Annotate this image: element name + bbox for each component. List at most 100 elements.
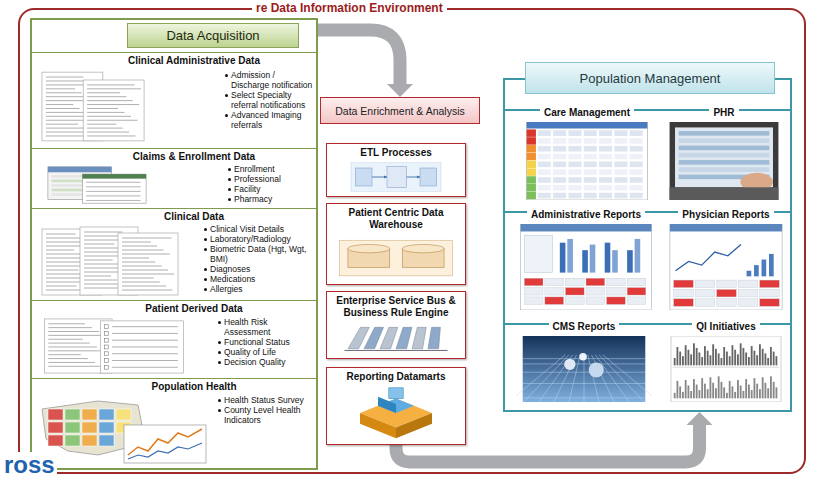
picture-part [599, 154, 612, 160]
picture-part [104, 345, 108, 349]
picture-part [696, 348, 698, 365]
picture-part [523, 383, 646, 384]
illustration [331, 322, 461, 354]
picture-part [712, 383, 714, 399]
picture-part [364, 327, 384, 348]
bullet-item: Medications [204, 274, 314, 284]
picture-part [670, 224, 782, 310]
picture-part [524, 297, 543, 304]
picture-part [679, 131, 770, 136]
picture-part [568, 177, 581, 183]
picture-part [710, 355, 712, 365]
map-chart-picture [38, 395, 208, 465]
picture-part [65, 435, 80, 446]
picture-part [122, 246, 157, 247]
bullet-item: Admission / Discharge notification [225, 70, 313, 90]
bullet-dot [204, 288, 207, 291]
picture-part [679, 352, 681, 366]
picture-part [87, 132, 129, 133]
picture-part [124, 425, 206, 463]
picture-part [407, 177, 421, 178]
picture-part [695, 299, 715, 306]
picture-part [87, 104, 139, 105]
picture-part [605, 243, 611, 273]
picture-part [614, 177, 627, 183]
picture-part [693, 343, 695, 365]
picture-part [584, 154, 597, 160]
picture-part [679, 138, 770, 143]
picture-part [630, 146, 643, 152]
bullet-dot [218, 351, 221, 354]
picture-part [745, 379, 747, 398]
picture-part [589, 362, 604, 377]
picture-part [48, 339, 83, 340]
picture-part [527, 137, 536, 144]
picture-part [84, 284, 123, 285]
bullet-text: Facility [234, 184, 260, 194]
picture-part [538, 193, 551, 199]
picture-part [112, 326, 178, 327]
picture-part [584, 169, 597, 175]
picture-part [351, 162, 441, 192]
picture-part [674, 280, 694, 287]
picture-part [524, 288, 543, 295]
picture-part [527, 192, 536, 199]
picture-part [82, 435, 97, 446]
bullet-list: Health Risk AssessmentFunctional StatusQ… [218, 317, 314, 367]
illustration [331, 162, 461, 192]
picture-part [99, 435, 114, 446]
picture-part [760, 289, 780, 296]
picture-part [48, 343, 90, 344]
picture-part [104, 365, 108, 369]
box-label: ETL Processes [360, 147, 432, 159]
bullet-item: Allergies [204, 284, 314, 294]
picture-part [614, 130, 627, 136]
qi-bars-picture [668, 336, 784, 402]
picture-part [760, 299, 780, 306]
arrow-head [387, 84, 413, 97]
output-tile: CMS Reports [512, 318, 656, 406]
bullet-text: Biometric Data (Hgt, Wgt, BMI) [210, 244, 306, 264]
data-source-band: Patient Derived DataHealth Risk Assessme… [32, 300, 316, 378]
picture-part [372, 177, 387, 178]
picture-part [118, 233, 178, 295]
picture-part [538, 177, 551, 183]
picture-part [527, 153, 536, 160]
picture-part [748, 385, 750, 399]
picture-part [87, 100, 133, 101]
picture-part [729, 381, 731, 398]
picture-part [112, 346, 178, 347]
picture-part [682, 392, 684, 398]
picture-part [721, 358, 723, 365]
picture-part [428, 327, 440, 348]
illustration [331, 386, 461, 440]
picture-part [607, 278, 626, 285]
picture-part [84, 244, 114, 245]
picture-part [538, 146, 551, 152]
illustration [516, 336, 652, 402]
picture-part [46, 290, 83, 291]
box-label: Patient Centric Data Warehouse [331, 207, 461, 231]
picture-part [717, 289, 737, 296]
picture-part [46, 124, 78, 125]
picture-part [671, 336, 781, 402]
picture-part [521, 224, 652, 231]
bullet-text: Admission / Discharge notification [231, 70, 312, 90]
box-label: CMS Reports [549, 321, 620, 333]
picture-part [122, 262, 155, 263]
bullet-dot [204, 268, 207, 271]
picture-part [627, 297, 646, 304]
picture-part [527, 176, 536, 183]
data-source-band: Clinical DataClinical Visit DetailsLabor… [32, 208, 316, 300]
bullet-item: Enrollment [228, 164, 314, 174]
picture-part [568, 146, 581, 152]
picture-part [695, 280, 715, 287]
bullet-item: Decision Quality [218, 357, 314, 367]
picture-part [112, 333, 178, 334]
picture-part [715, 388, 717, 398]
picture-part [614, 138, 627, 144]
survey-form-picture [40, 317, 190, 375]
picture-part [538, 138, 551, 144]
bullet-text: Enrollment [234, 164, 275, 174]
bullet-item: Professional [228, 174, 314, 184]
